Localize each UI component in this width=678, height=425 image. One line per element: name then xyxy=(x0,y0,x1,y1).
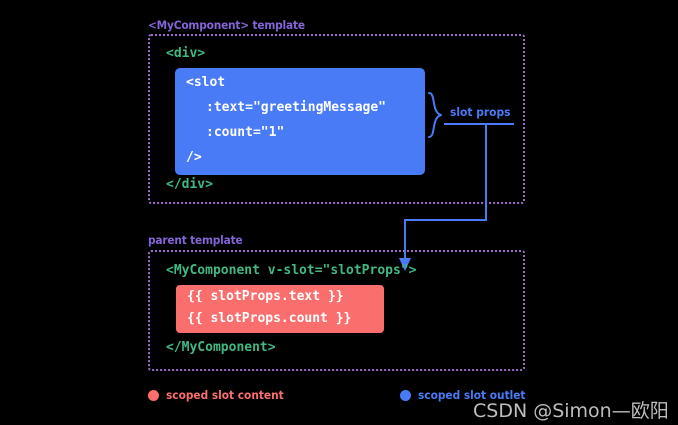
slot-content-line-1: {{ slotProps.text }} xyxy=(187,289,344,304)
csdn-watermark: CSDN @Simon—欧阳 xyxy=(473,400,669,422)
legend-dot-red xyxy=(148,389,159,401)
parent-template-label: parent template xyxy=(148,233,243,247)
legend-label-scoped-slot-content: scoped slot content xyxy=(166,388,284,402)
legend-item-scoped-slot-outlet: scoped slot outlet xyxy=(400,388,535,402)
scoped-slot-outlet-box: <slot :text="greetingMessage" :count="1"… xyxy=(175,68,425,175)
slot-props-annotation-label: slot props xyxy=(450,105,511,119)
legend-dot-blue xyxy=(400,389,411,401)
parent-template-box xyxy=(148,250,525,371)
legend-label-scoped-slot-outlet: scoped slot outlet xyxy=(418,388,526,402)
code-mycomponent-close-tag: </MyComponent> xyxy=(166,340,276,355)
slot-content-line-2: {{ slotProps.count }} xyxy=(187,311,352,326)
slot-code-line-1: <slot xyxy=(186,75,226,90)
slot-props-brace-icon xyxy=(427,92,443,138)
code-div-open-tag: <div> xyxy=(166,46,206,61)
scoped-slot-content-box: {{ slotProps.text }} {{ slotProps.count … xyxy=(176,285,384,333)
component-template-box xyxy=(148,34,525,204)
slot-code-line-3: :count="1" xyxy=(206,125,285,140)
legend-item-scoped-slot-content: scoped slot content xyxy=(148,388,294,402)
slot-code-line-4: /> xyxy=(186,150,202,165)
code-mycomponent-open-tag: <MyComponent v-slot="slotProps"> xyxy=(166,263,417,278)
code-div-close-tag: </div> xyxy=(166,177,213,192)
component-template-label: <MyComponent> template xyxy=(148,18,305,32)
slot-code-line-2: :text="greetingMessage" xyxy=(206,100,387,115)
